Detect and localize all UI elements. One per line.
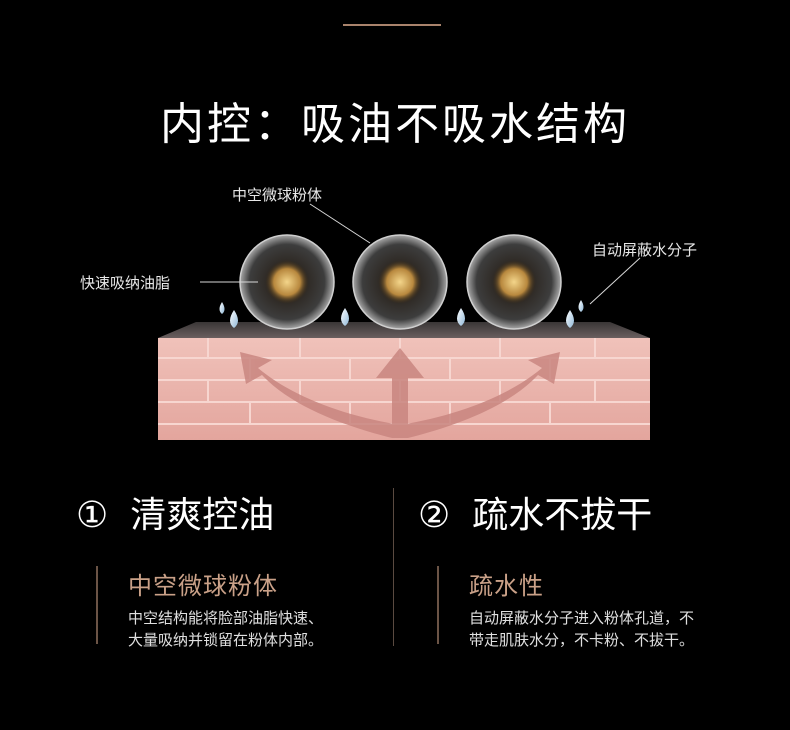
feature-hydrophobic: ② 疏水不拔干 (418, 486, 652, 538)
label-block-water: 自动屏蔽水分子 (592, 241, 698, 259)
feature-heading: 疏水不拔干 (472, 495, 653, 536)
feature-detail-oil: 中空微球粉体 中空结构能将脸部油脂快速、 大量吸纳并锁留在粉体内部。 (96, 566, 323, 649)
label-hollow-microsphere: 中空微球粉体 (232, 186, 323, 204)
feature-number: ② (418, 495, 451, 536)
feature-subtitle: 疏水性 (469, 572, 544, 600)
feature-description: 自动屏蔽水分子进入粉体孔道，不 带走肌肤水分，不卡粉、不拔干。 (469, 609, 695, 649)
diagram-illustration (158, 203, 650, 440)
page-title: 内控：吸油不吸水结构 (160, 99, 630, 150)
label-absorb-oil: 快速吸纳油脂 (80, 274, 171, 292)
feature-detail-hydrophobic: 疏水性 自动屏蔽水分子进入粉体孔道，不 带走肌肤水分，不卡粉、不拔干。 (437, 566, 694, 649)
column-divider (393, 488, 394, 646)
microsphere (352, 234, 448, 330)
oil-absorption-arrows (240, 348, 560, 438)
microsphere (239, 234, 335, 330)
feature-description: 中空结构能将脸部油脂快速、 大量吸纳并锁留在粉体内部。 (128, 609, 324, 649)
structure-diagram: 中空微球粉体 快速吸纳油脂 自动屏蔽水分子 (0, 170, 790, 460)
feature-number: ① (76, 495, 109, 536)
water-droplets (219, 300, 584, 328)
label-leader-lines (200, 203, 641, 305)
feature-heading: 清爽控油 (130, 495, 275, 536)
feature-oil-control: ① 清爽控油 (76, 486, 274, 538)
feature-subtitle: 中空微球粉体 (128, 572, 278, 600)
top-accent-line (343, 24, 441, 26)
microsphere (466, 234, 562, 330)
